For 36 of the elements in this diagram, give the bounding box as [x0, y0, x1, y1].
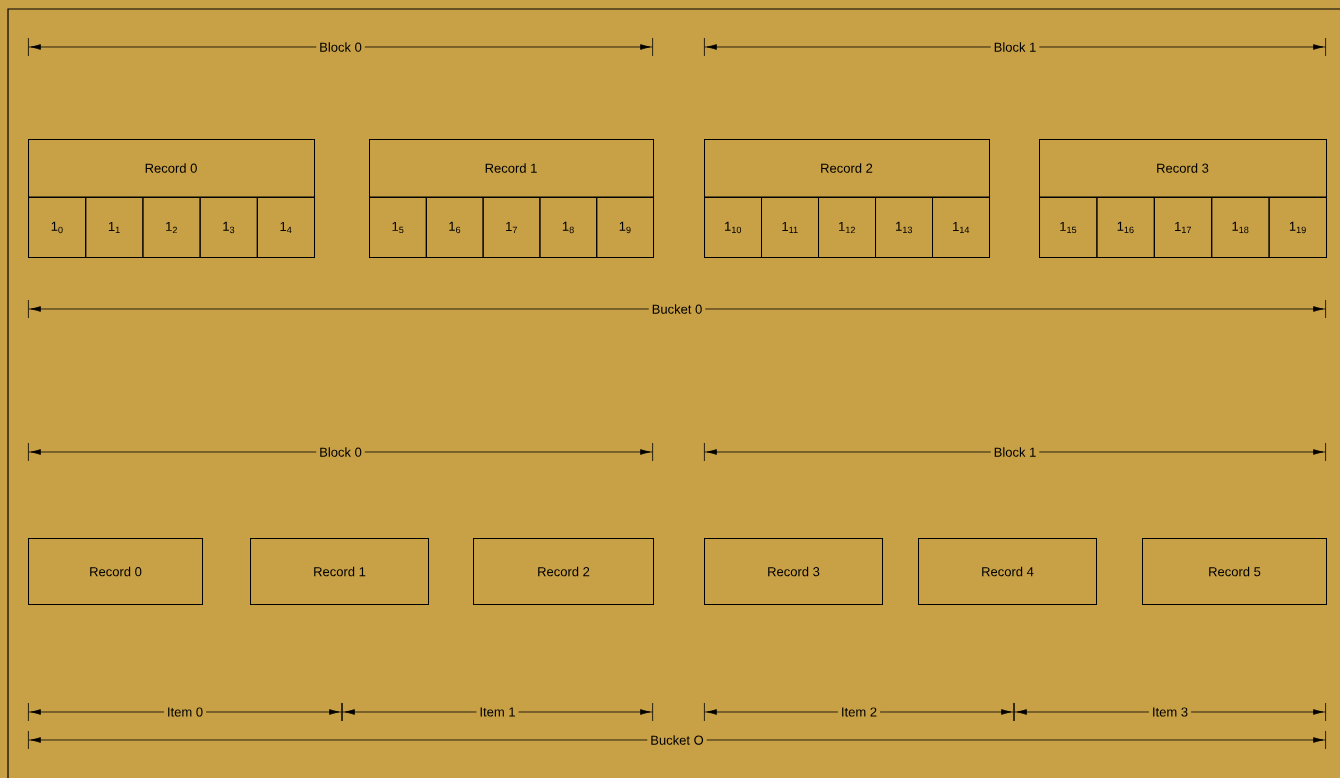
dimension-label: Block 1	[990, 41, 1040, 53]
dimension-label: Item 3	[1148, 706, 1192, 718]
item-cell: 1$_{1}$	[85, 197, 144, 258]
record-box: Record 4	[918, 538, 1097, 605]
dimension-label: Item 2	[837, 706, 881, 718]
item-cell: 1$_{7}$	[482, 197, 541, 258]
item-cell: 1$_{2}$	[142, 197, 201, 258]
dimension-label: Block 0	[316, 41, 365, 53]
item-cell: 1$_{5}$	[369, 197, 427, 258]
item-cell: 1$_{11}$	[761, 197, 819, 258]
item-cell: 1$_{12}$	[818, 197, 876, 258]
dimension-label: Item 1	[476, 706, 519, 718]
dimension-label: Bucket 0	[648, 303, 706, 315]
item-cell: 1$_{18}$	[1211, 197, 1270, 258]
record-box: Record 5	[1142, 538, 1327, 605]
item-cell: 1$_{17}$	[1153, 197, 1213, 258]
item-cell: 1$_{19}$	[1268, 197, 1327, 258]
item-cell: 1$_{4}$	[256, 197, 315, 258]
dimension-label: Block 1	[990, 446, 1040, 458]
item-cell: 1$_{3}$	[199, 197, 258, 258]
item-cell: 1$_{8}$	[539, 197, 598, 258]
record-box: Record 0	[28, 538, 203, 605]
item-cell: 1$_{10}$	[704, 197, 762, 258]
item-cell: 1$_{13}$	[875, 197, 933, 258]
record-box: Record 2	[473, 538, 654, 605]
item-cell: 1$_{14}$	[932, 197, 990, 258]
item-cell: 1$_{6}$	[425, 197, 484, 258]
dimension-label: Block 0	[316, 446, 365, 458]
dimension-label: Bucket O	[647, 734, 707, 746]
record-box: Record 1	[250, 538, 429, 605]
item-cell: 1$_{15}$	[1039, 197, 1098, 258]
record-box: Record 3	[704, 538, 883, 605]
item-cell: 1$_{16}$	[1096, 197, 1155, 258]
item-cell: 1$_{9}$	[596, 197, 654, 258]
dimension-label: Item 0	[163, 706, 207, 718]
item-cell: 1$_{0}$	[28, 197, 87, 258]
